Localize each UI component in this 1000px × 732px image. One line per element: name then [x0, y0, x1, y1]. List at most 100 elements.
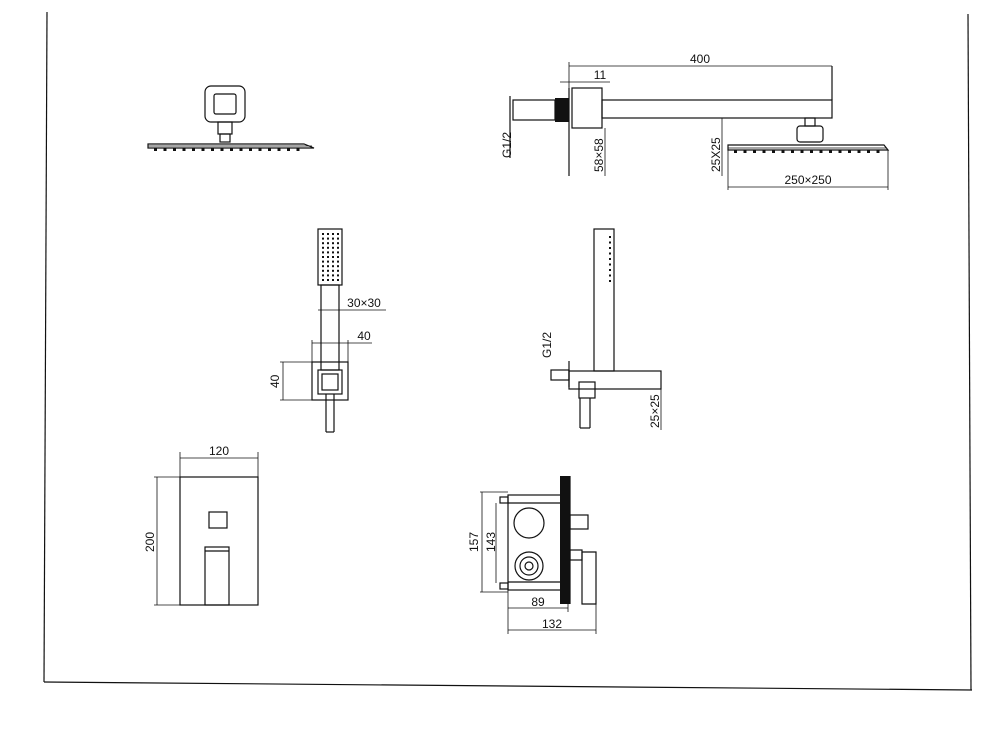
nozzle [848, 150, 851, 153]
nozzle [791, 150, 794, 153]
spray-hole [337, 242, 339, 245]
nozzle [762, 150, 766, 153]
spray-hole [609, 252, 611, 255]
spray-hole [332, 279, 334, 281]
spray-hole [337, 269, 339, 272]
spray-hole [609, 269, 611, 271]
nozzle [781, 150, 785, 153]
spray-hole [322, 269, 324, 272]
spray-hole [322, 251, 324, 254]
spray-hole [332, 256, 334, 258]
nozzle [163, 148, 167, 151]
dim-valve-depth-outer: 132 [542, 617, 562, 631]
spray-hole [609, 236, 611, 238]
nozzle [876, 150, 880, 153]
dim-plate-height: 200 [143, 532, 157, 552]
dim-valve-height-inner: 143 [484, 532, 498, 552]
nozzle [800, 150, 804, 153]
spray-hole [332, 274, 334, 277]
spray-hole [337, 246, 339, 249]
nozzle [277, 148, 281, 151]
spray-hole [332, 246, 334, 249]
nozzle [220, 148, 224, 151]
spray-hole [322, 260, 324, 263]
spray-hole [327, 237, 329, 240]
dim-handle-section: 30×30 [347, 296, 381, 310]
nozzle [819, 150, 823, 153]
spray-hole [322, 265, 324, 268]
sheet-border [43, 11, 973, 691]
spray-hole [609, 247, 611, 249]
dim-arm-offset: 11 [594, 68, 607, 82]
spray-hole [337, 256, 339, 258]
spray-hole [322, 279, 324, 281]
spray-hole [332, 265, 334, 268]
spray-hole [327, 246, 329, 249]
nozzle [211, 148, 214, 151]
nozzle-row [734, 150, 880, 153]
nozzle [867, 150, 870, 153]
dim-thread-left: G1/2 [500, 132, 514, 158]
nozzle [772, 150, 775, 153]
nozzle [268, 148, 271, 151]
dim-flange-size: 58×58 [592, 138, 606, 172]
spray-hole [327, 260, 329, 263]
nozzle [829, 150, 832, 153]
hand-shower-front-view: 30×30 40 40 [268, 228, 386, 433]
spray-hole [322, 242, 324, 245]
dim-plate-width: 120 [209, 444, 229, 458]
nozzle [287, 148, 290, 151]
spray-hole [327, 265, 329, 268]
spray-hole [609, 280, 611, 282]
spray-hole [327, 242, 329, 245]
spray-hole [327, 256, 329, 258]
nozzle [838, 150, 842, 153]
nozzle [258, 148, 262, 151]
nozzle [734, 150, 737, 153]
mixer-valve-side-view: 157 143 89 132 [467, 476, 597, 634]
spray-hole [327, 274, 329, 277]
spray-hole [322, 233, 324, 235]
spray-hole [332, 237, 334, 240]
nozzle [857, 150, 861, 153]
dim-arm-section: 25X25 [709, 137, 723, 172]
spray-hole [332, 260, 334, 263]
spray-hole [322, 274, 324, 277]
nozzle [230, 148, 233, 151]
dim-thread-right: G1/2 [540, 332, 554, 358]
spray-hole [322, 237, 324, 240]
dim-arm-length: 400 [690, 52, 710, 66]
mixer-plate-front-view: 120 200 [143, 444, 259, 606]
nozzle-row [154, 148, 300, 151]
spray-hole-column [609, 236, 611, 282]
nozzle [249, 148, 252, 151]
spray-hole [337, 274, 339, 277]
spray-hole [327, 233, 329, 235]
dim-valve-depth-inner: 89 [531, 595, 545, 609]
nozzle [296, 148, 300, 151]
spray-hole [337, 237, 339, 240]
dim-holder-height: 40 [268, 374, 282, 388]
nozzle [239, 148, 243, 151]
spray-hole [609, 258, 611, 260]
nozzle [182, 148, 186, 151]
shower-head-front-view [147, 85, 315, 151]
spray-hole [609, 241, 611, 244]
nozzle [201, 148, 205, 151]
spray-hole [337, 265, 339, 268]
spray-hole [327, 279, 329, 281]
shower-arm-side-view: 400 11 G1/2 58×58 25X25 250×250 [500, 52, 890, 190]
spray-hole [337, 260, 339, 263]
dim-valve-height-outer: 157 [467, 532, 481, 552]
spray-hole [332, 269, 334, 272]
spray-hole [609, 274, 611, 277]
spray-hole-grid [322, 233, 339, 281]
spray-hole [322, 246, 324, 249]
spray-hole [337, 279, 339, 281]
spray-hole [337, 251, 339, 254]
spray-hole [337, 233, 339, 235]
nozzle [192, 148, 195, 151]
dim-rail-section: 25×25 [648, 394, 662, 428]
